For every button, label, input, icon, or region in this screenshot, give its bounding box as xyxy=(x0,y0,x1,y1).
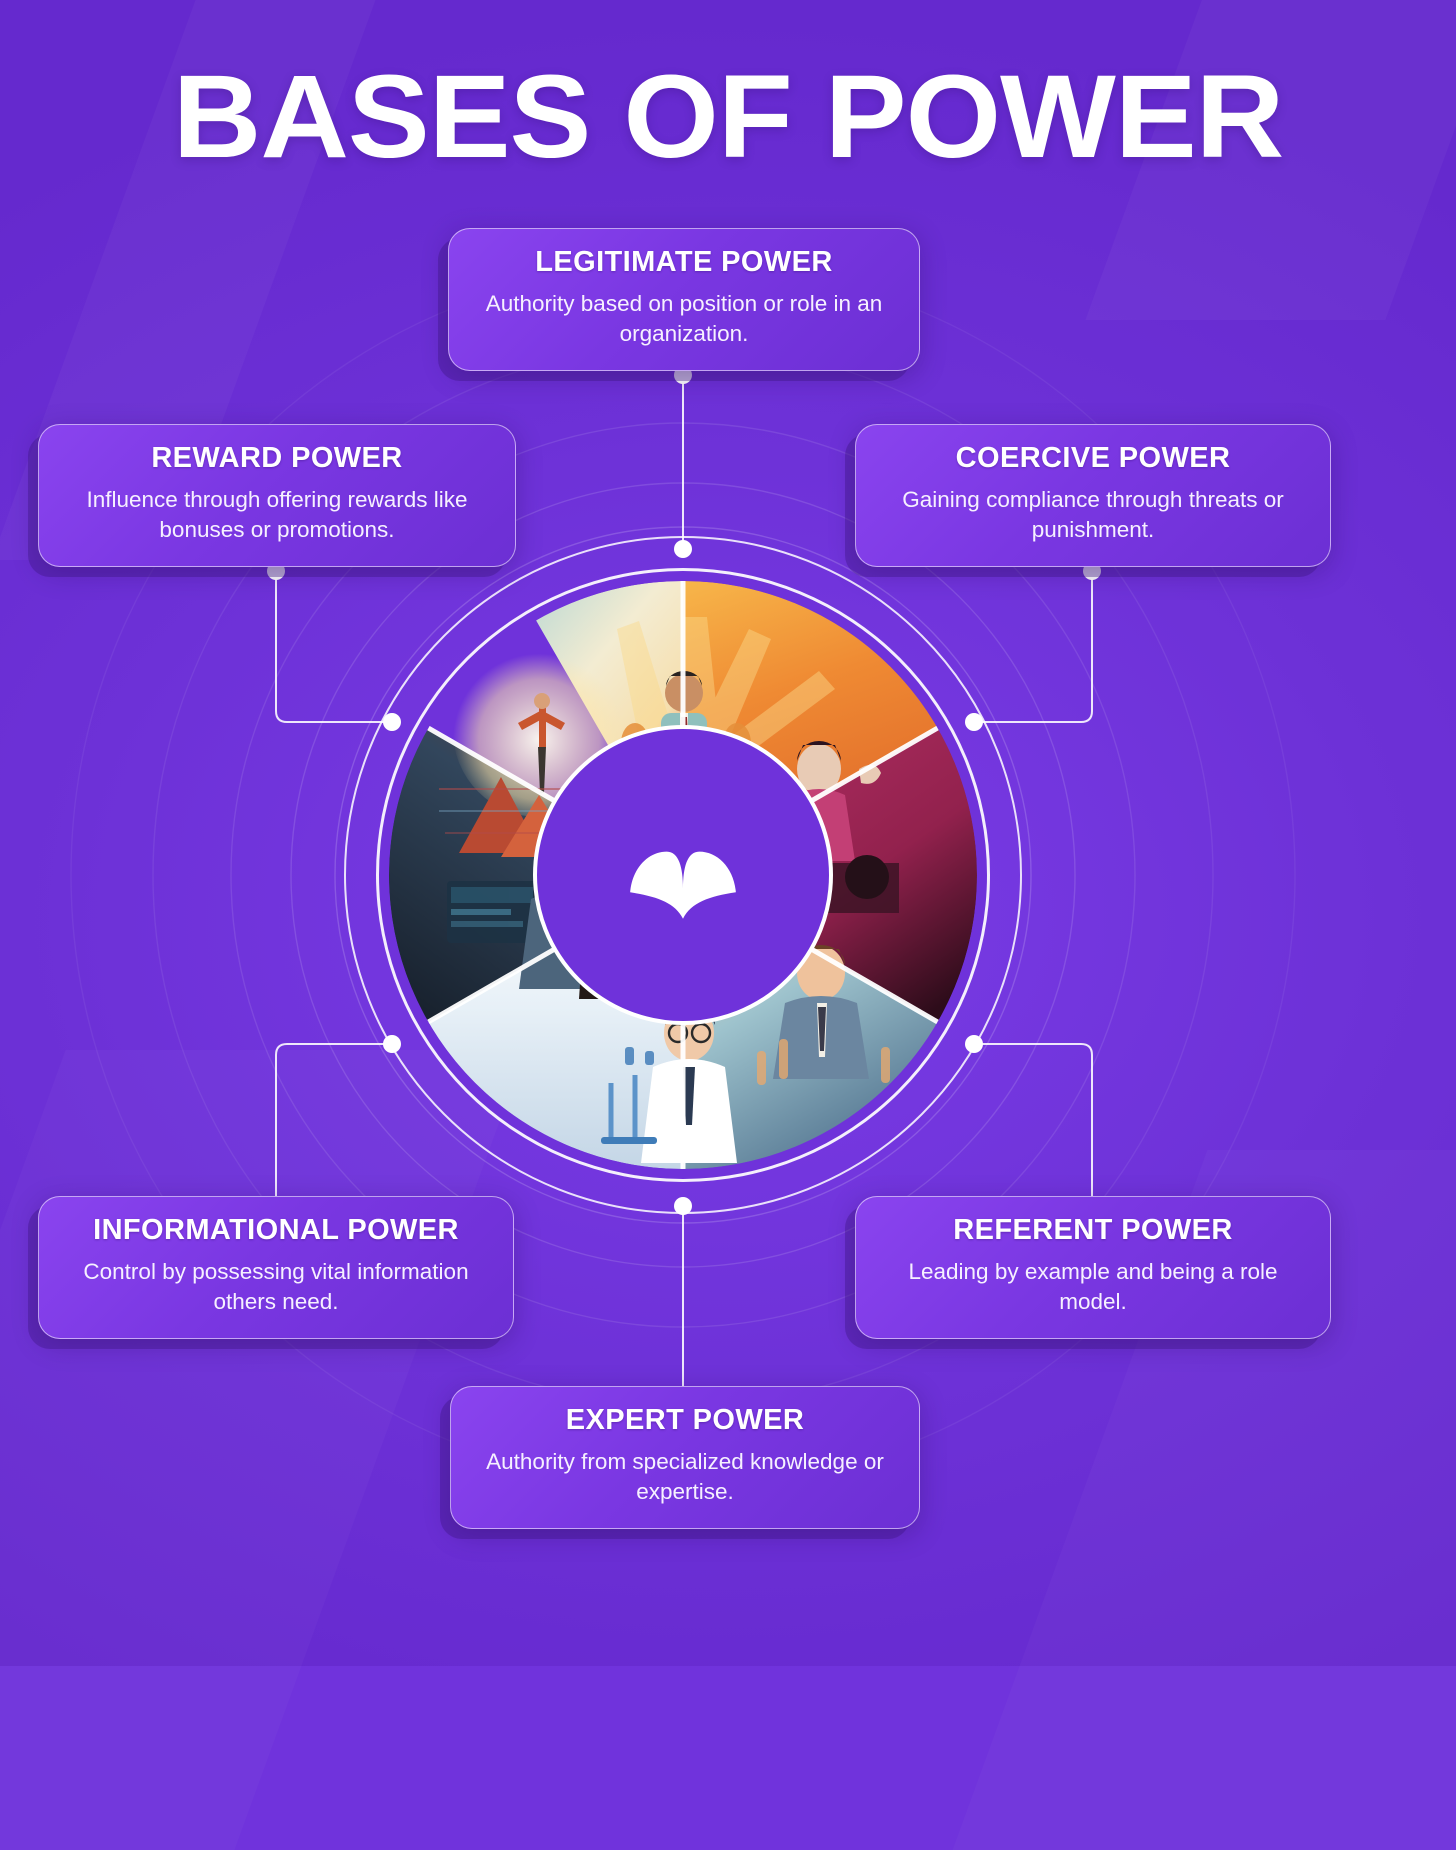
card-description-expert: Authority from specialized knowledge or … xyxy=(486,1449,884,1504)
page-title: BASES OF POWER xyxy=(172,51,1285,183)
connector-node-informational-wheel xyxy=(383,1035,401,1053)
card-coercive-power[interactable]: COERCIVE POWER Gaining compliance throug… xyxy=(855,424,1331,567)
card-title-informational: INFORMATIONAL POWER xyxy=(93,1214,459,1246)
card-description-referent: Leading by example and being a role mode… xyxy=(908,1259,1278,1314)
card-title-referent: REFERENT POWER xyxy=(953,1214,1233,1246)
card-legitimate-power[interactable]: LEGITIMATE POWER Authority based on posi… xyxy=(448,228,920,371)
card-reward-power[interactable]: REWARD POWER Influence through offering … xyxy=(38,424,516,567)
card-title-expert: EXPERT POWER xyxy=(565,1404,805,1436)
wheel-hub xyxy=(533,725,833,1025)
bases-of-power-wheel xyxy=(376,568,990,1182)
connector-lines xyxy=(275,374,1093,1405)
connector-node-coercive-wheel xyxy=(965,713,983,731)
connector-referent xyxy=(973,1043,1093,1217)
card-description-informational: Control by possessing vital information … xyxy=(83,1259,469,1314)
connector-coercive xyxy=(973,570,1093,723)
card-title-coercive: COERCIVE POWER xyxy=(955,442,1231,474)
card-title-reward: REWARD POWER xyxy=(151,442,403,474)
connector-node-expert-wheel xyxy=(674,1197,692,1215)
connector-reward xyxy=(275,570,393,723)
connector-node-reward-wheel xyxy=(383,713,401,731)
card-informational-power[interactable]: INFORMATIONAL POWER Control by possessin… xyxy=(38,1196,514,1339)
connector-node-referent-wheel xyxy=(965,1035,983,1053)
card-description-legitimate: Authority based on position or role in a… xyxy=(485,291,883,346)
connector-and-ring-layer xyxy=(70,262,1296,1488)
card-referent-power[interactable]: REFERENT POWER Leading by example and be… xyxy=(855,1196,1331,1339)
card-expert-power[interactable]: EXPERT POWER Authority from specialized … xyxy=(450,1386,920,1529)
connector-informational xyxy=(275,1043,393,1217)
card-description-coercive: Gaining compliance through threats or pu… xyxy=(902,487,1284,542)
connector-node-legitimate-wheel xyxy=(674,540,692,558)
leaf-sprout-logo-icon xyxy=(630,851,736,919)
card-description-reward: Influence through offering rewards like … xyxy=(86,487,468,542)
card-title-legitimate: LEGITIMATE POWER xyxy=(535,246,833,278)
